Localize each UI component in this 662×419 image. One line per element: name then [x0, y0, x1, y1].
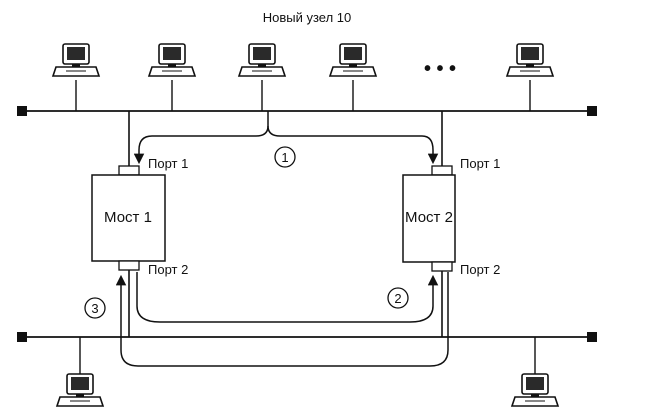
bottom-computers — [56, 337, 559, 407]
computer-icon — [56, 373, 104, 407]
bridge-1: Мост 1 Порт 1 Порт 2 — [91, 111, 188, 337]
more-nodes-ellipsis: • • • — [424, 58, 456, 80]
step-marker-3: 3 — [84, 297, 106, 319]
flow-3 — [115, 272, 449, 367]
step-marker-1: 1 — [274, 146, 296, 168]
frame-flow-arrows — [115, 111, 449, 367]
flow-2 — [136, 272, 439, 323]
bridge-2-port-2 — [431, 261, 453, 272]
bridge-1-port-1 — [118, 165, 140, 176]
bridge-2-port-2-label: Порт 2 — [460, 262, 500, 277]
step-marker-2: 2 — [387, 287, 409, 309]
svg-text:3: 3 — [91, 301, 98, 316]
bridge-2-label: Мост 2 — [405, 209, 453, 226]
top-computers — [52, 43, 554, 111]
bottom-bus-terminator-right — [587, 332, 597, 342]
top-bus-terminator-right — [587, 106, 597, 116]
svg-text:2: 2 — [394, 291, 401, 306]
bridge-2-port-1 — [431, 165, 453, 176]
bridge-1-box — [91, 174, 166, 262]
bridge-1-port-1-label: Порт 1 — [148, 156, 188, 171]
bridge-1-port-2-label: Порт 2 — [148, 262, 188, 277]
bottom-bus-terminator-left — [17, 332, 27, 342]
flow-1-right — [267, 125, 439, 165]
diagram-title: Новый узел 10 — [263, 10, 352, 25]
computer-icon — [329, 43, 377, 77]
bridge-2: Мост 2 Порт 1 Порт 2 — [402, 111, 500, 337]
flow-1-left — [133, 111, 269, 165]
bridge-2-box — [402, 174, 456, 263]
computer-icon — [52, 43, 100, 77]
svg-text:1: 1 — [281, 150, 288, 165]
top-bus-terminator-left — [17, 106, 27, 116]
computer-icon — [148, 43, 196, 77]
computer-icon — [511, 373, 559, 407]
bridge-2-port-1-label: Порт 1 — [460, 156, 500, 171]
bridge-1-port-2 — [118, 260, 140, 271]
computer-icon — [506, 43, 554, 77]
computer-icon — [238, 43, 286, 77]
bridge-1-label: Мост 1 — [104, 209, 152, 226]
